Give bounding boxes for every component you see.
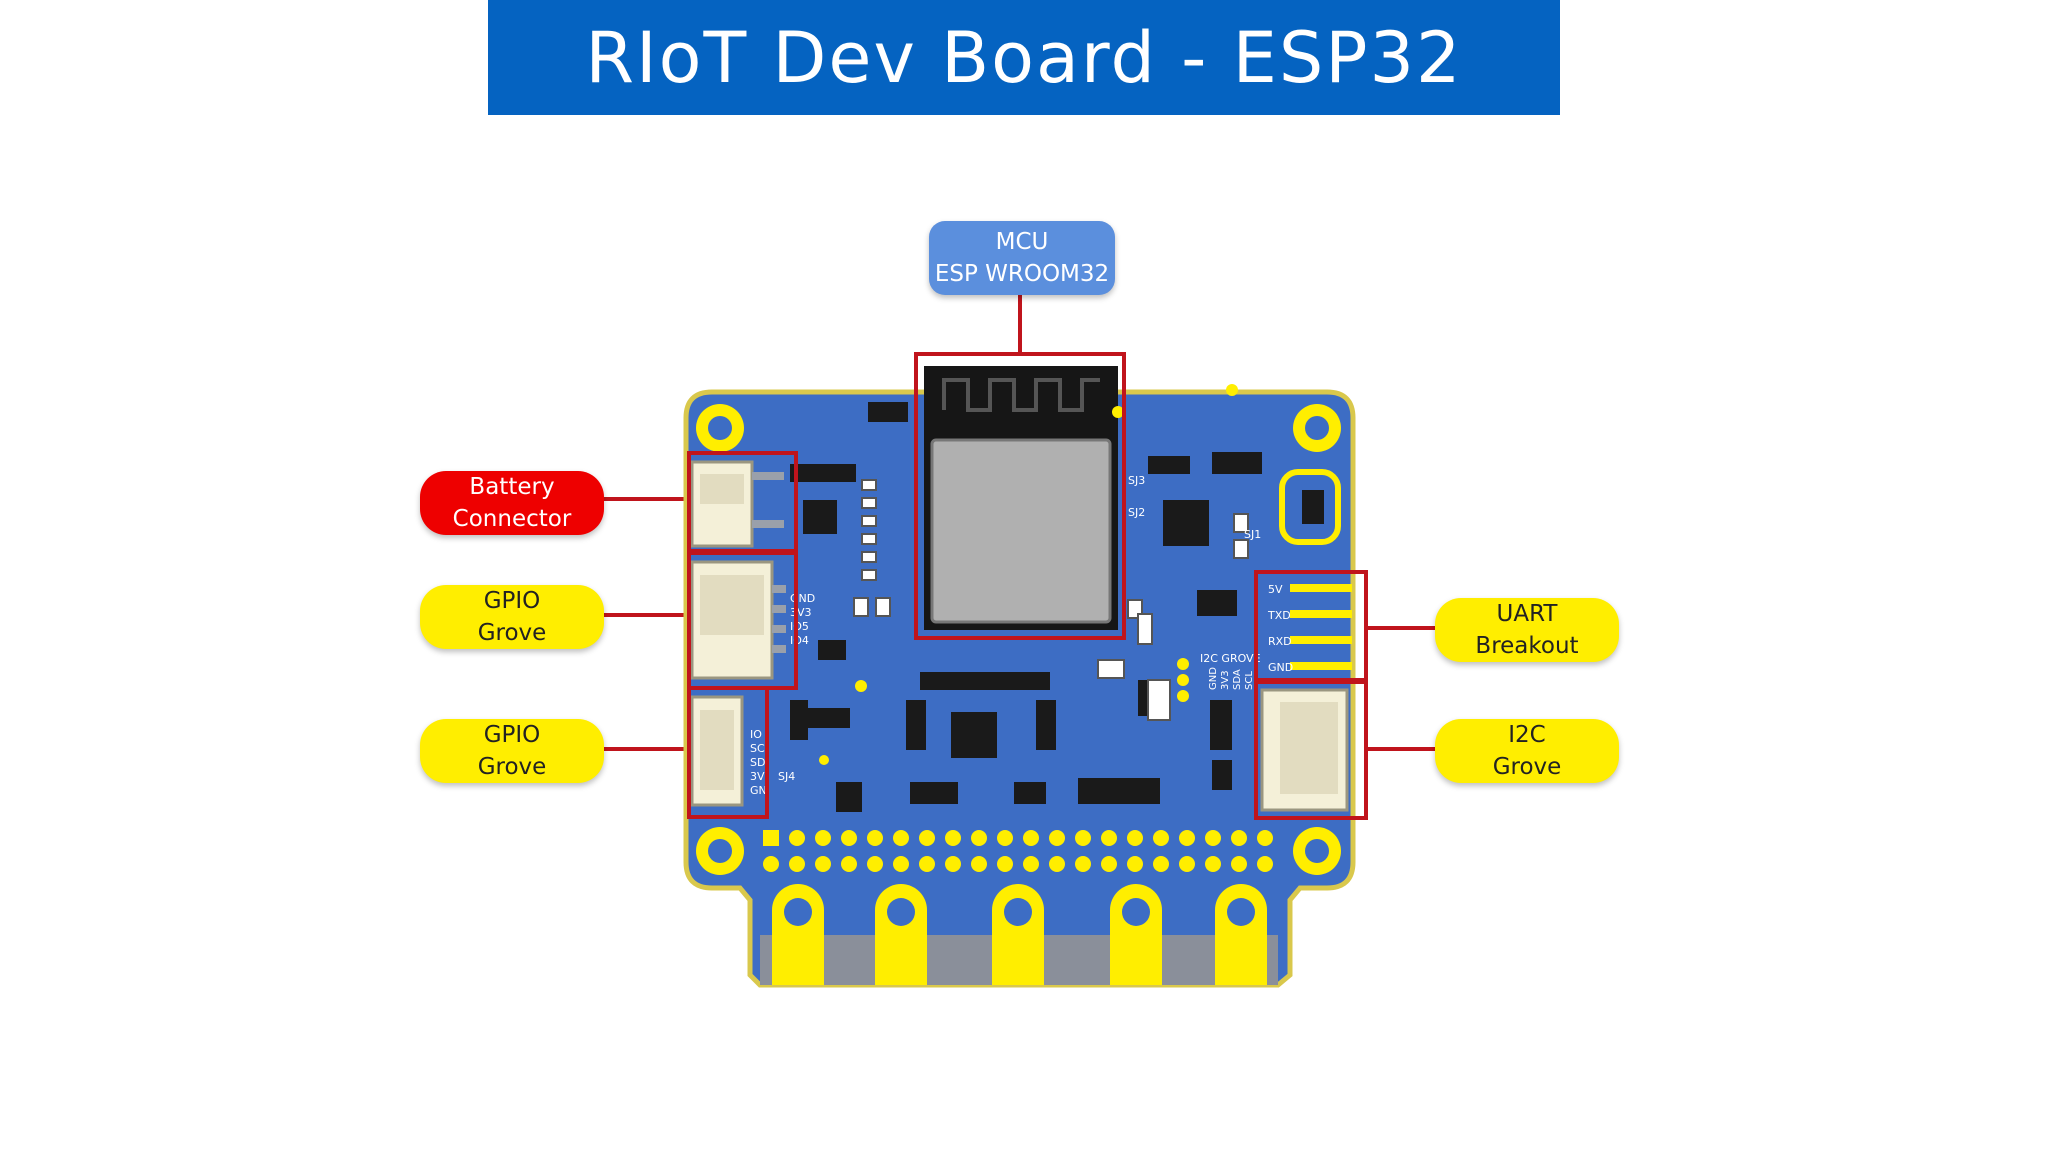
page-title: RIoT Dev Board - ESP32 xyxy=(585,16,1463,99)
callout-lines xyxy=(604,295,1435,751)
highlight-boxes xyxy=(687,352,1368,820)
i2c-grove-part xyxy=(1260,688,1349,812)
gpio2-pin-sd: SD xyxy=(750,756,765,769)
mcu-callout-line1: MCU xyxy=(995,229,1049,255)
sj1-label: SJ1 xyxy=(1244,528,1261,541)
uart-callout-line2: Breakout xyxy=(1475,633,1579,659)
board-text: 5V TXD RXD GND I2C GROVE SJ3 SJ2 SJ1 SJ4… xyxy=(750,474,1293,797)
sj4-label: SJ4 xyxy=(778,770,795,783)
i2c-pin-gnd: GND xyxy=(1208,667,1219,690)
uart-pin-txd: TXD xyxy=(1267,609,1291,622)
i2c-pin-labels: GND 3V3 SDA SCL xyxy=(1208,667,1255,690)
components xyxy=(790,402,1324,812)
uart-pads xyxy=(1290,584,1352,670)
i2c-callout-line1: I2C xyxy=(1508,722,1546,748)
gpio-pin-gnd: GND xyxy=(790,592,815,605)
mcu-callout: MCU ESP WROOM32 xyxy=(929,221,1115,295)
uart-pin-5v: 5V xyxy=(1268,583,1283,596)
uart-breakout-callout: UART Breakout xyxy=(1435,598,1619,662)
gpio-pin-io5: IO5 xyxy=(790,620,809,633)
i2c-grove-callout: I2C Grove xyxy=(1435,719,1619,783)
gpio-grove-callout-1: GPIO Grove xyxy=(420,585,604,649)
sensor-pad xyxy=(1279,469,1341,545)
gpio1-callout-line2: Grove xyxy=(477,620,547,646)
i2c-pin-3v3: 3V3 xyxy=(1220,670,1231,690)
gpio2-callout-line1: GPIO xyxy=(483,722,541,748)
gpio-pin-io4: IO4 xyxy=(790,634,809,647)
gpio2-highlight xyxy=(687,686,769,819)
i2c-header-label: I2C GROVE xyxy=(1200,652,1261,665)
gpio1-callout-line1: GPIO xyxy=(483,588,541,614)
gpio2-pin-sc: SC xyxy=(750,742,765,755)
gpio2-pin-gn: GN xyxy=(750,784,767,797)
esp32-module xyxy=(924,366,1118,630)
i2c-pin-sda: SDA xyxy=(1232,669,1243,690)
i2c-callout-line2: Grove xyxy=(1492,754,1562,780)
gpio-grove-1-part xyxy=(690,560,786,680)
title-banner: RIoT Dev Board - ESP32 xyxy=(488,0,1560,115)
mcu-highlight xyxy=(914,352,1126,640)
gpio-grove-callout-2: GPIO Grove xyxy=(420,719,604,783)
battery-connector-callout: Battery Connector xyxy=(420,471,604,535)
uart-pin-rxd: RXD xyxy=(1268,635,1292,648)
i2c-pin-scl: SCL xyxy=(1244,671,1255,690)
battery-callout-line1: Battery xyxy=(469,474,555,500)
gpio2-pin-3v: 3V xyxy=(750,770,765,783)
mcu-callout-line2: ESP WROOM32 xyxy=(934,261,1110,287)
gpio2-callout-line2: Grove xyxy=(477,754,547,780)
gpio-grove-2-part xyxy=(690,695,744,807)
uart-pin-gnd: GND xyxy=(1268,661,1293,674)
sj3-label: SJ3 xyxy=(1128,474,1145,487)
pin-header xyxy=(763,830,1273,872)
i2c-highlight xyxy=(1254,680,1368,820)
battery-connector-part xyxy=(690,460,784,548)
battery-callout-line2: Connector xyxy=(452,506,572,532)
sj2-label: SJ2 xyxy=(1128,506,1145,519)
gpio2-pin-io: IO xyxy=(750,728,762,741)
gpio-pin-3v3: 3V3 xyxy=(790,606,812,619)
uart-callout-line1: UART xyxy=(1496,601,1558,627)
passives xyxy=(853,479,1249,721)
status-leds xyxy=(819,384,1238,765)
